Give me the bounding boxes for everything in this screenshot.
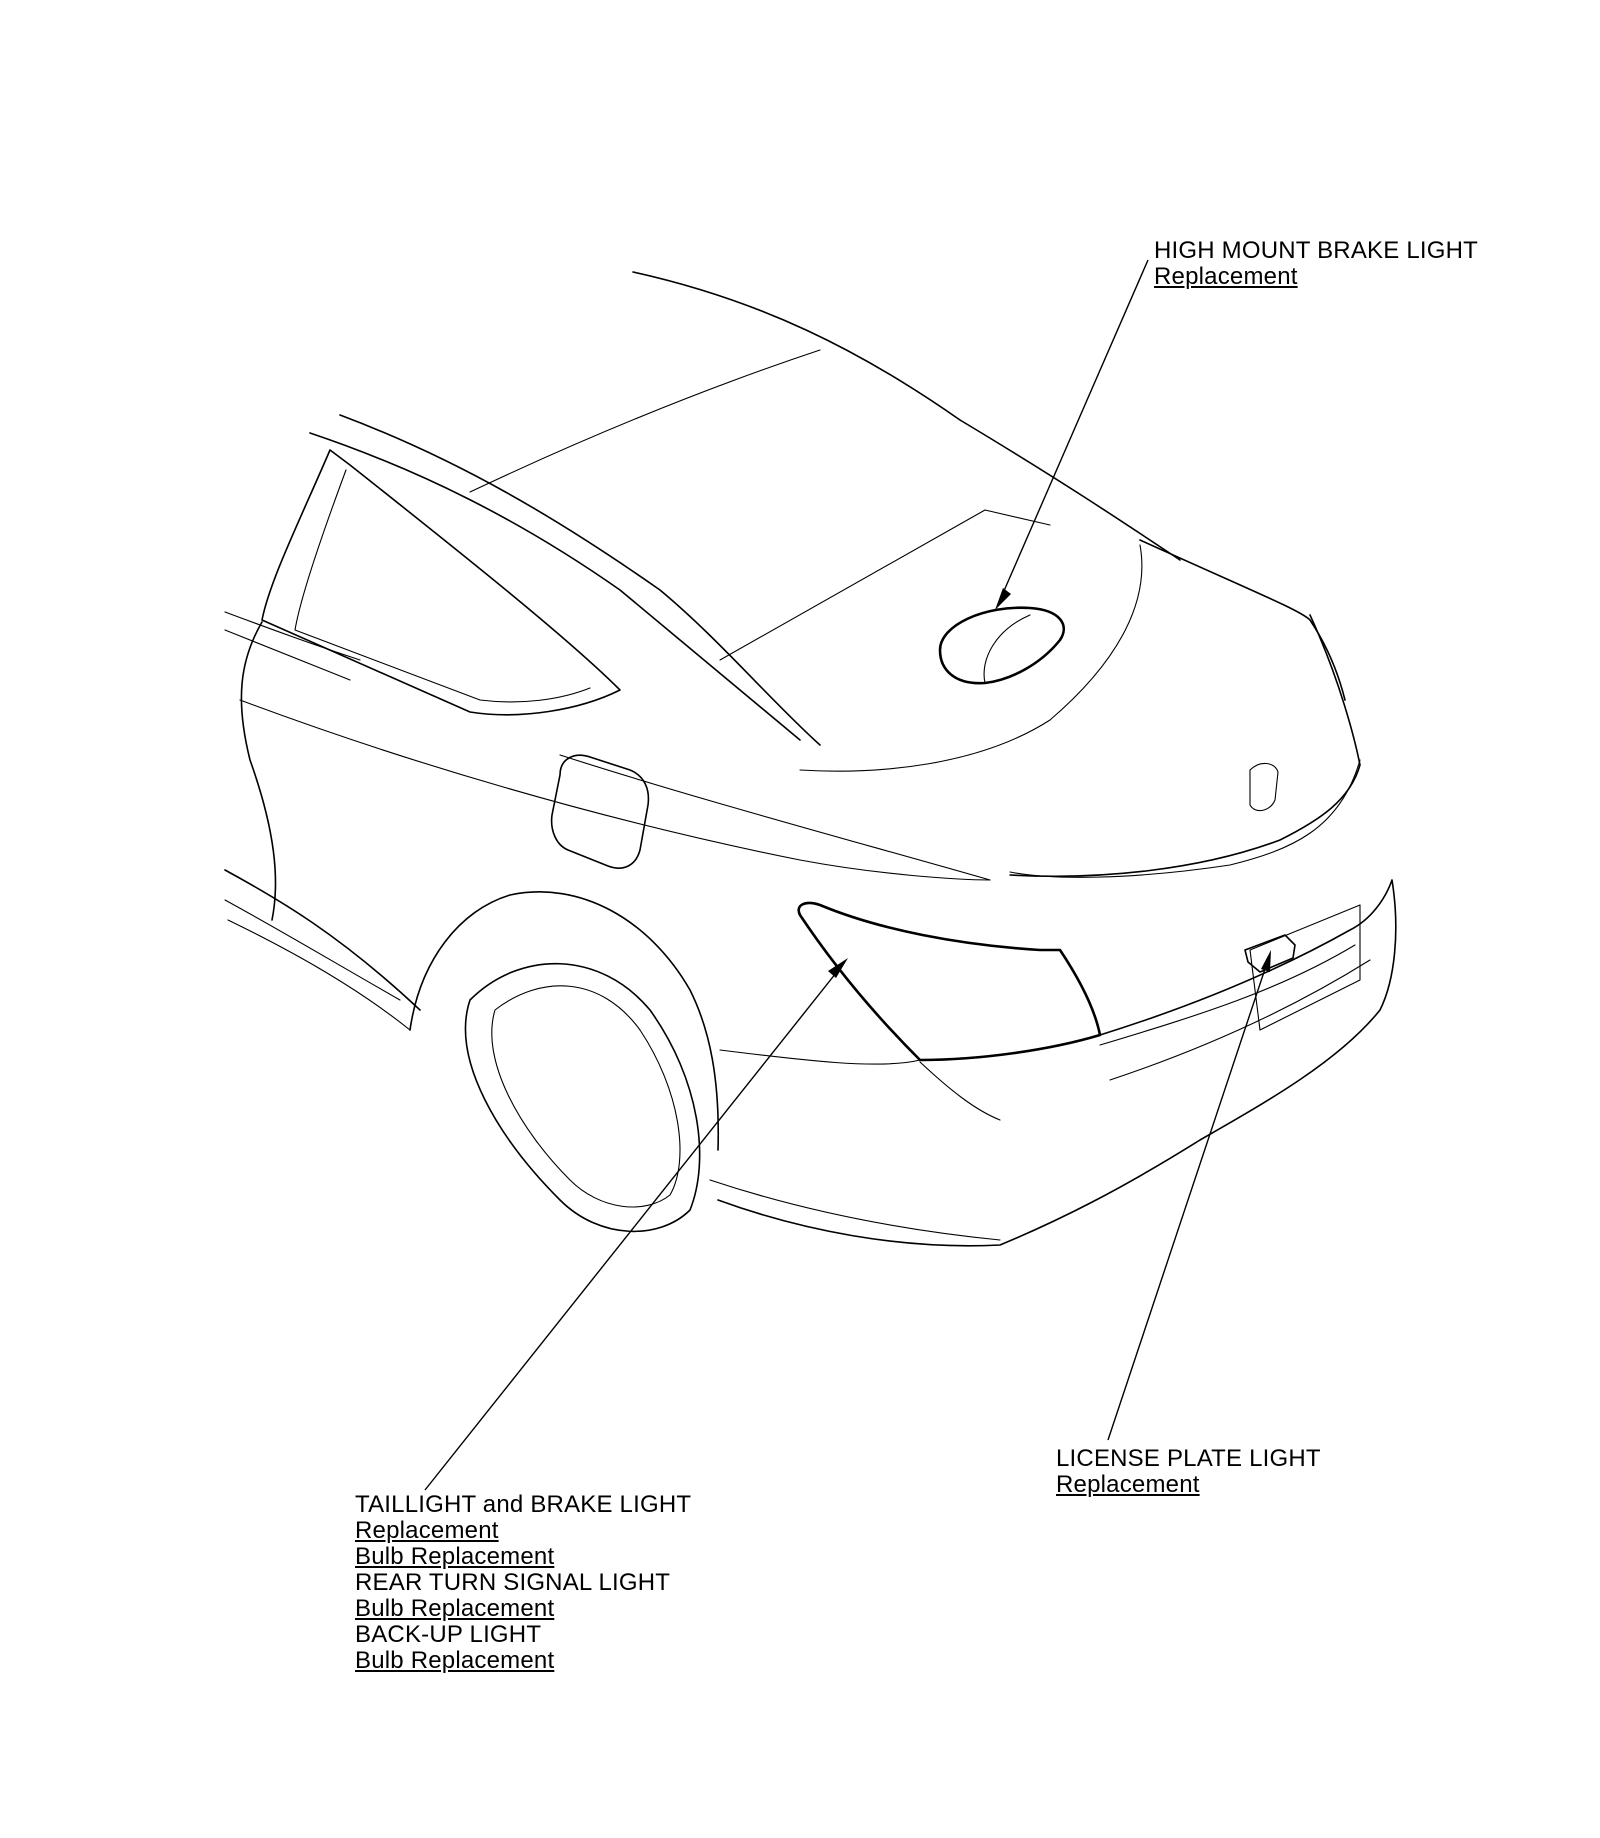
c-pillar-outer xyxy=(309,432,801,741)
lower-door-line xyxy=(227,919,411,1031)
trunk-lid-outline xyxy=(1009,614,1361,878)
rear-turn-signal-bulb-replacement-link[interactable]: Bulb Replacement xyxy=(355,1595,555,1622)
rear-turn-signal-title: REAR TURN SIGNAL LIGHT xyxy=(355,1569,671,1596)
leader-license xyxy=(1107,959,1269,1441)
arrowhead-license xyxy=(1261,950,1271,972)
c-pillar-edge xyxy=(339,414,821,746)
taillight-assembly xyxy=(797,901,1102,1062)
taillight-bulb-replacement-link[interactable]: Bulb Replacement xyxy=(355,1543,555,1570)
high-mount-brake-light-replacement-link[interactable]: Replacement xyxy=(1154,263,1298,290)
bumper-top-line xyxy=(1099,944,1356,1046)
rear-glass-outline xyxy=(1139,539,1346,701)
taillight-replacement-link[interactable]: Replacement xyxy=(355,1517,499,1544)
roof-panel-edge xyxy=(469,349,821,493)
trunk-deck-curve xyxy=(799,544,1143,772)
license-plate-light xyxy=(1244,934,1296,973)
rear-bumper xyxy=(717,879,1397,1247)
roof-line xyxy=(632,271,1181,561)
tire-outer xyxy=(464,962,701,1233)
high-mount-brake-light xyxy=(938,606,1065,685)
leader-high-mount xyxy=(999,259,1149,601)
rocker-line xyxy=(224,869,421,1011)
character-line xyxy=(239,699,991,881)
side-window-frame xyxy=(261,449,621,716)
callout-taillight-group: TAILLIGHT and BRAKE LIGHT Replacement Bu… xyxy=(355,1492,691,1674)
license-plate-light-replacement-link[interactable]: Replacement xyxy=(1056,1471,1200,1498)
wheel-arch xyxy=(409,891,720,1151)
license-plate-light-title: LICENSE PLATE LIGHT xyxy=(1056,1445,1321,1472)
back-up-light-bulb-replacement-link[interactable]: Bulb Replacement xyxy=(355,1647,555,1674)
door-rear-edge xyxy=(240,621,277,921)
taillight-brake-light-title: TAILLIGHT and BRAKE LIGHT xyxy=(355,1491,692,1518)
back-up-light-title: BACK-UP LIGHT xyxy=(355,1621,542,1648)
tire-inner xyxy=(491,985,681,1208)
callout-license-plate-light: LICENSE PLATE LIGHT Replacement xyxy=(1056,1446,1321,1498)
fuel-door xyxy=(550,754,650,869)
rocker-line-2 xyxy=(224,899,401,1001)
high-mount-brake-light-title: HIGH MOUNT BRAKE LIGHT xyxy=(1154,237,1478,264)
beltline xyxy=(224,611,361,661)
side-window-inner xyxy=(294,469,591,703)
callout-high-mount-brake-light: HIGH MOUNT BRAKE LIGHT Replacement xyxy=(1154,238,1478,290)
bumper-mid-line xyxy=(1109,959,1371,1081)
bumper-side-line xyxy=(719,1049,921,1065)
leader-taillight xyxy=(424,967,841,1491)
arrowhead-high-mount xyxy=(995,588,1011,610)
license-plate-recess xyxy=(1249,904,1361,1031)
arrowhead-taillight xyxy=(828,958,848,978)
trunk-lower-curve xyxy=(1009,759,1361,878)
taillight-lower-lens xyxy=(919,1061,1001,1121)
quarter-panel-line xyxy=(559,754,991,881)
bumper-lower-edge xyxy=(709,1179,1001,1241)
trunk-lid-upper xyxy=(719,509,1051,661)
trunk-emblem xyxy=(1249,762,1279,812)
beltline-2 xyxy=(224,629,351,681)
high-mount-brake-light-inner xyxy=(983,614,1031,684)
